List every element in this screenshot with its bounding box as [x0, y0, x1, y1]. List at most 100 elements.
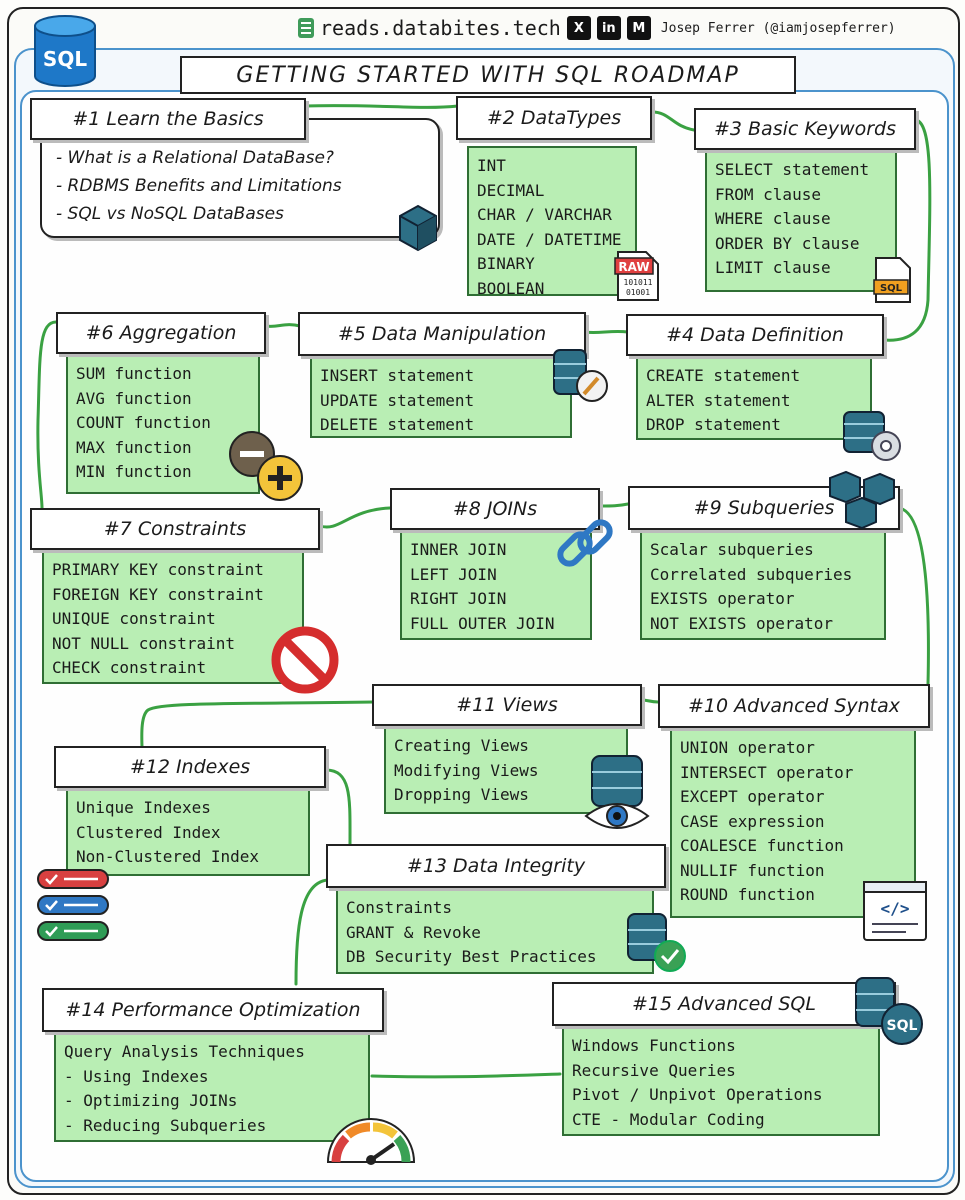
step-2-box: INT DECIMAL CHAR / VARCHAR DATE / DATETI… — [467, 146, 637, 298]
step-1-title: #1 Learn the Basics — [30, 98, 306, 140]
site-url[interactable]: reads.databites.tech — [320, 16, 561, 40]
step-4-box: CREATE statement ALTER statement DROP st… — [636, 356, 872, 440]
linkedin-icon[interactable]: in — [596, 16, 621, 40]
step-14-box: Query Analysis Techniques - Using Indexe… — [54, 1032, 370, 1142]
step-2-item: CHAR / VARCHAR — [477, 205, 612, 224]
step-13-item: GRANT & Revoke — [346, 922, 481, 942]
step-4-item: DROP statement — [646, 415, 781, 434]
step-13-item: DB Security Best Practices — [346, 947, 597, 966]
step-9-item: Scalar subqueries — [650, 540, 814, 559]
chain-link-icon — [557, 519, 613, 567]
step-10-item: INTERSECT operator — [680, 762, 854, 782]
step-9-item: Correlated subqueries — [650, 564, 853, 584]
step-11-title: #11 Views — [372, 684, 642, 726]
database-check-icon — [627, 913, 686, 972]
step-3-item: FROM clause — [715, 184, 821, 204]
step-13-box: Constraints GRANT & Revoke DB Security B… — [336, 888, 654, 974]
step-15-title: #15 Advanced SQL — [552, 982, 896, 1026]
step-7-box: PRIMARY KEY constraint FOREIGN KEY const… — [42, 550, 304, 684]
step-6-item: COUNT function — [76, 413, 211, 432]
medium-icon[interactable]: M — [626, 16, 651, 40]
step-14-item: - Optimizing JOINs — [64, 1091, 238, 1110]
x-icon[interactable]: X — [566, 16, 591, 40]
step-6-item: SUM function — [76, 364, 192, 383]
raw-file-icon: RAW 101011 01001 — [614, 251, 659, 301]
step-13-item: Constraints — [346, 898, 452, 917]
step-9-item: EXISTS operator — [650, 589, 795, 608]
step-14-item: - Using Indexes — [64, 1066, 209, 1086]
step-3-item: ORDER BY clause — [715, 233, 860, 253]
step-11-box: Creating Views Modifying Views Dropping … — [384, 726, 628, 814]
step-2-item: BINARY — [477, 254, 535, 273]
step-15-item: CTE - Modular Coding — [572, 1109, 765, 1129]
step-7-item: FOREIGN KEY constraint — [52, 584, 264, 604]
step-15-item: Pivot / Unpivot Operations — [572, 1085, 823, 1104]
step-10-item: COALESCE function — [680, 836, 844, 855]
svg-text:</>: </> — [881, 899, 910, 918]
step-10-item: UNION operator — [680, 738, 815, 757]
brand-bar: reads.databites.tech X in M Josep Ferrer… — [298, 16, 896, 40]
step-7-item: PRIMARY KEY constraint — [52, 560, 264, 579]
step-6-item: MIN function — [76, 462, 192, 481]
cubes-icon — [829, 470, 895, 530]
step-8-title: #8 JOINs — [390, 488, 600, 530]
step-11-item: Creating Views — [394, 736, 529, 755]
step-14-item: - Reducing Subqueries — [64, 1115, 267, 1135]
step-10-item: ROUND function — [680, 885, 815, 904]
step-6-item: AVG function — [76, 388, 192, 408]
step-9-box: Scalar subqueries Correlated subqueries … — [640, 530, 886, 640]
step-8-item: RIGHT JOIN — [410, 589, 507, 608]
step-5-title: #5 Data Manipulation — [298, 312, 586, 356]
step-7-title: #7 Constraints — [30, 508, 320, 550]
database-edit-icon — [553, 349, 608, 402]
step-5-box: INSERT statement UPDATE statement DELETE… — [310, 356, 572, 438]
step-9-item: NOT EXISTS operator — [650, 613, 834, 633]
step-15-item: Recursive Queries — [572, 1060, 736, 1080]
svg-text:RAW: RAW — [618, 260, 649, 274]
svg-text:01001: 01001 — [626, 288, 650, 297]
code-window-icon: </> — [863, 881, 927, 941]
step-2-item: DATE / DATETIME — [477, 229, 622, 249]
step-2-item: BOOLEAN — [477, 278, 545, 298]
step-5-item: INSERT statement — [320, 366, 475, 385]
step-13-title: #13 Data Integrity — [326, 844, 666, 888]
step-2-item: INT — [477, 156, 506, 175]
step-15-item: Windows Functions — [572, 1036, 736, 1055]
svg-text:101011: 101011 — [624, 278, 653, 287]
step-4-item: ALTER statement — [646, 390, 791, 410]
step-14-title: #14 Performance Optimization — [42, 988, 384, 1032]
step-4-title: #4 Data Definition — [626, 314, 884, 356]
step-15-box: Windows Functions Recursive Queries Pivo… — [562, 1026, 880, 1136]
step-14-item: Query Analysis Techniques — [64, 1042, 305, 1061]
step-2-item: DECIMAL — [477, 180, 545, 200]
database-settings-icon — [843, 411, 901, 461]
step-7-item: UNIQUE constraint — [52, 609, 216, 628]
speedometer-icon — [326, 1118, 416, 1165]
step-4-item: CREATE statement — [646, 366, 801, 385]
cube-icon — [399, 204, 437, 252]
step-8-item: INNER JOIN — [410, 540, 507, 559]
step-11-item: Modifying Views — [394, 760, 539, 780]
step-12-item: Non-Clustered Index — [76, 847, 260, 866]
step-8-item: FULL OUTER JOIN — [410, 613, 555, 633]
sql-database-icon: SQL — [855, 977, 923, 1045]
step-7-item: CHECK constraint — [52, 658, 207, 677]
newsletter-icon — [298, 18, 314, 38]
svg-text:SQL: SQL — [880, 283, 903, 294]
step-12-title: #12 Indexes — [54, 746, 326, 788]
step-5-item: DELETE statement — [320, 415, 475, 434]
step-10-item: NULLIF function — [680, 860, 825, 880]
step-3-title: #3 Basic Keywords — [694, 108, 916, 150]
step-6-box: SUM function AVG function COUNT function… — [66, 354, 260, 494]
step-10-item: CASE expression — [680, 811, 825, 831]
step-6-title: #6 Aggregation — [56, 312, 266, 354]
step-10-title: #10 Advanced Syntax — [658, 684, 930, 728]
step-2-title: #2 DataTypes — [456, 96, 652, 140]
step-3-box: SELECT statement FROM clause WHERE claus… — [705, 150, 897, 292]
step-10-box: UNION operator INTERSECT operator EXCEPT… — [670, 728, 916, 918]
minus-plus-icon — [229, 431, 303, 501]
step-12-box: Unique Indexes Clustered Index Non-Clust… — [66, 788, 310, 876]
step-1-item: - What is a Relational DataBase? — [56, 148, 334, 168]
step-10-item: EXCEPT operator — [680, 787, 825, 806]
